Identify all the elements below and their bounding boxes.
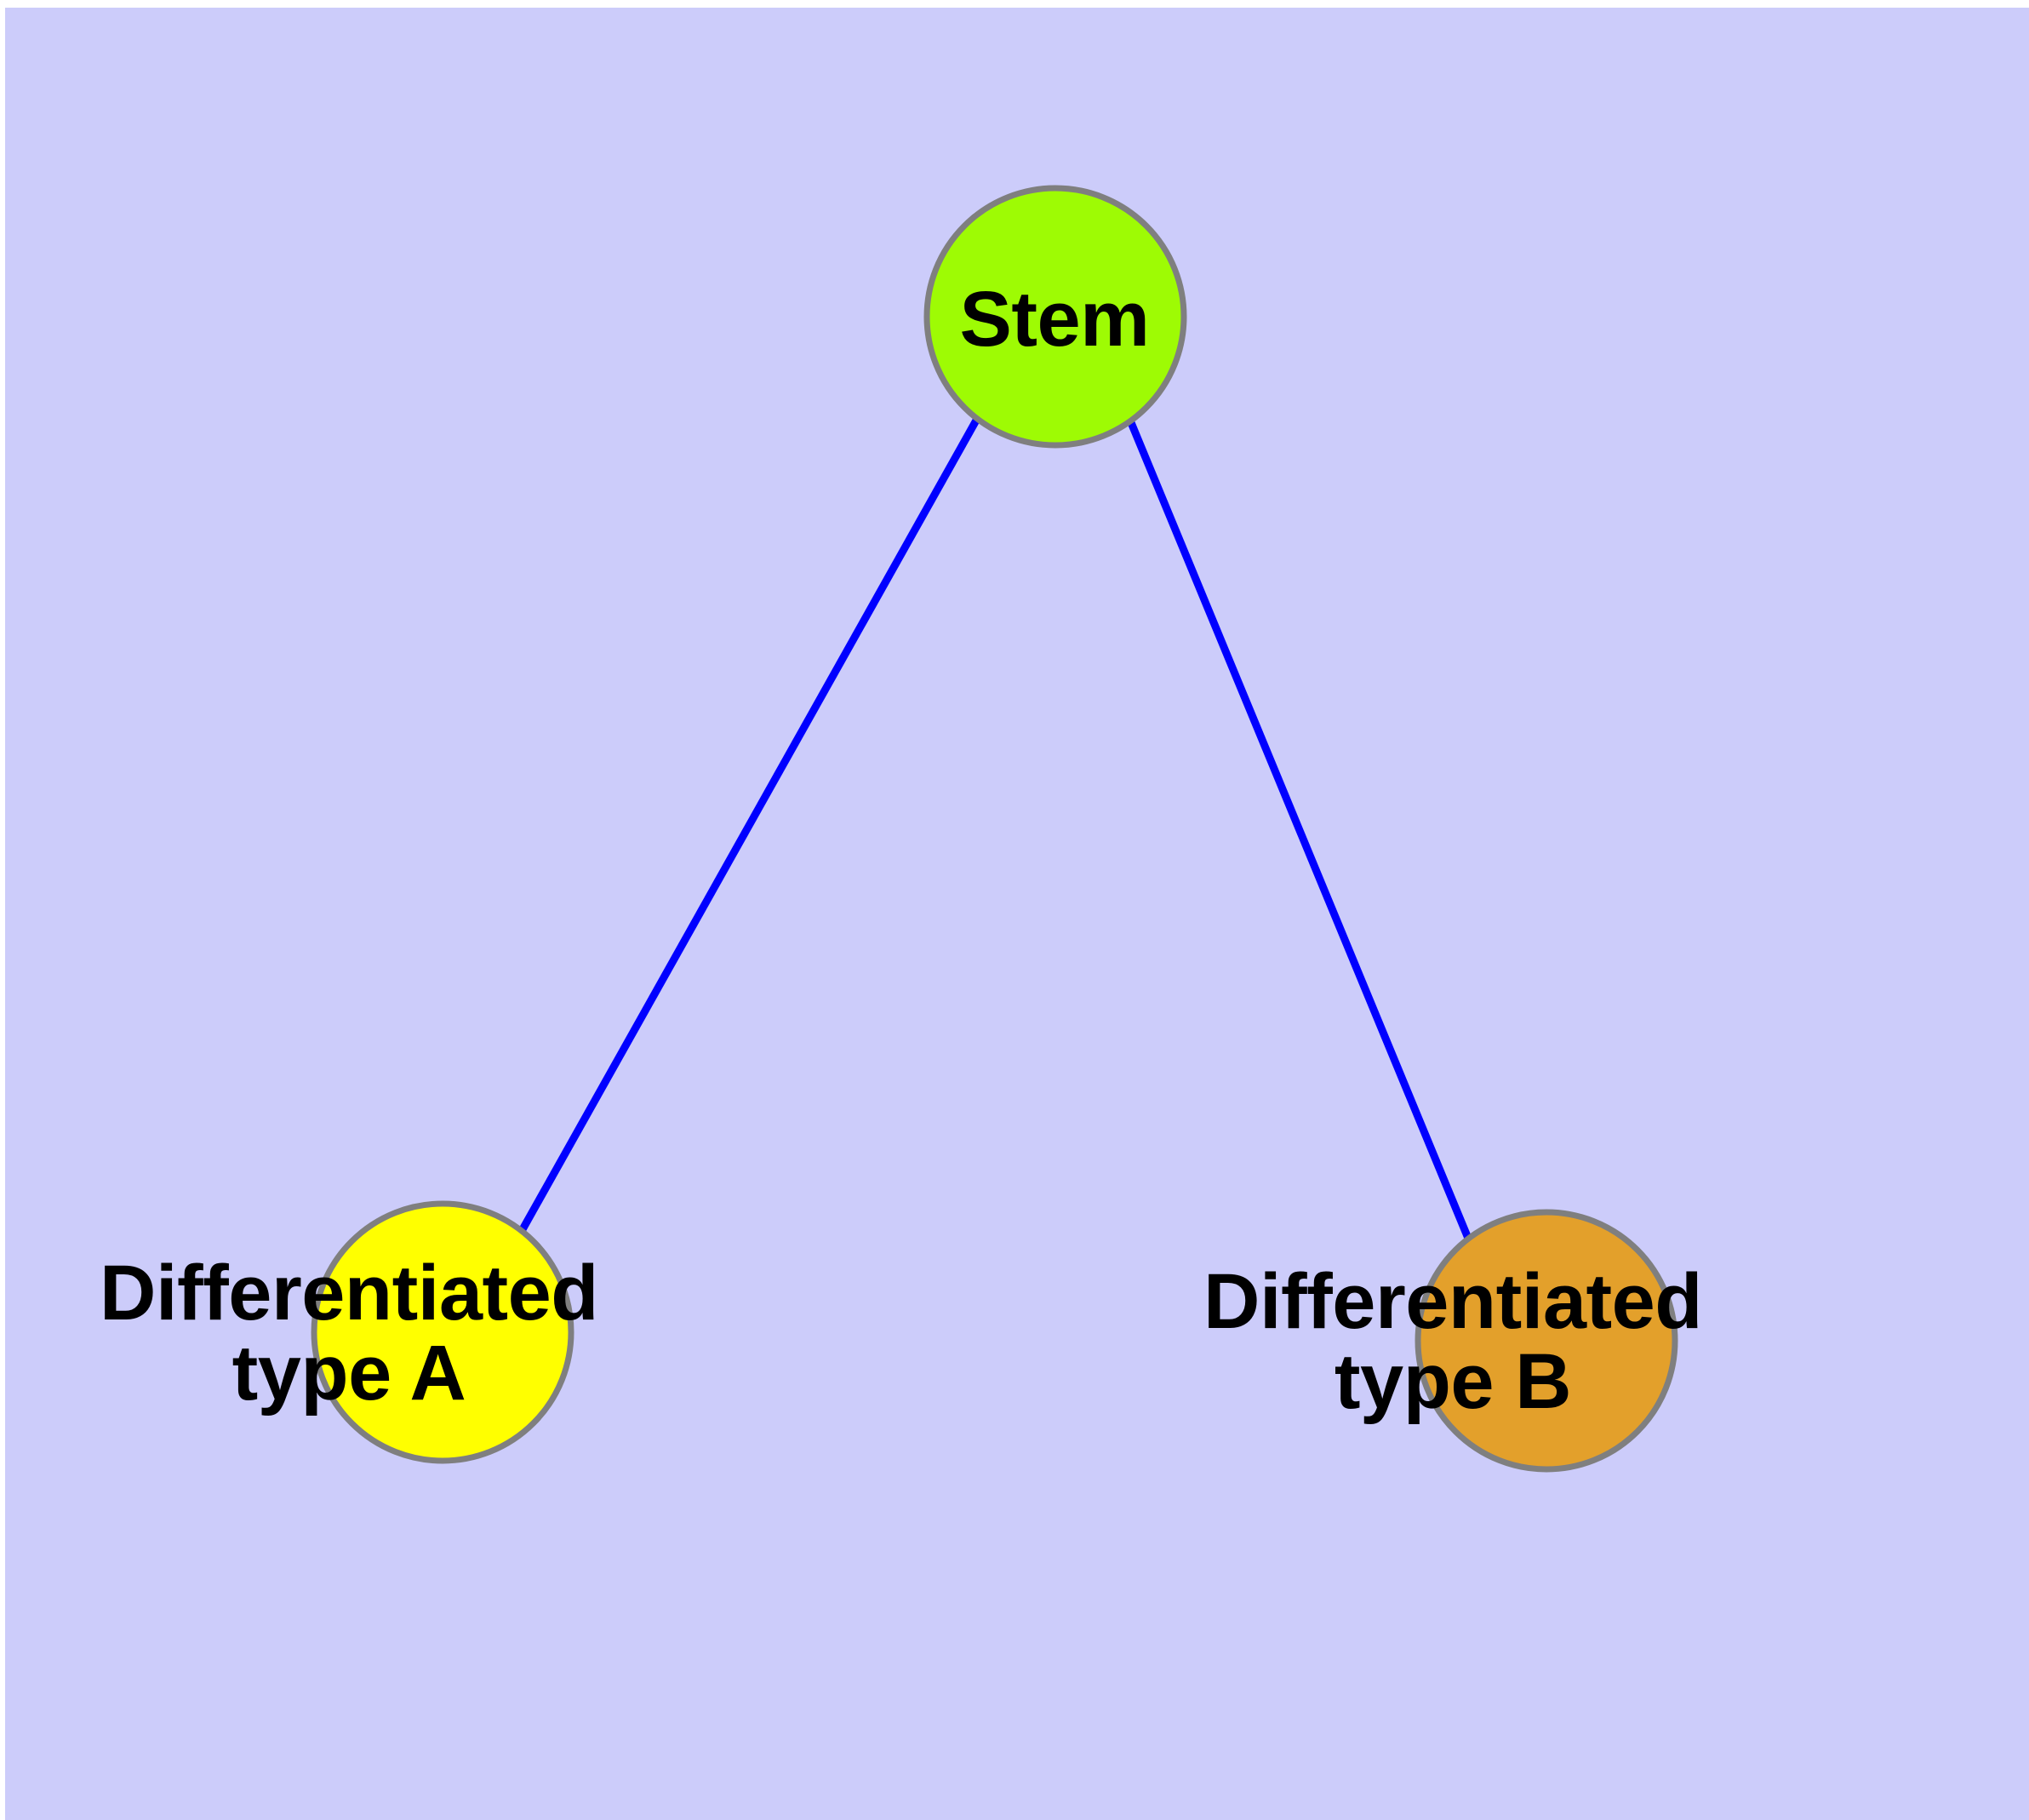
edge-stem-to-differentiated-type-a[interactable] [518,416,980,1233]
edge-layer [518,416,1473,1242]
edge-stem-to-differentiated-type-b[interactable] [1126,419,1473,1242]
node-differentiated-type-a[interactable] [311,1200,574,1464]
node-differentiated-type-b[interactable] [1415,1209,1678,1473]
node-layer [311,185,1678,1473]
node-stem[interactable] [923,185,1187,449]
